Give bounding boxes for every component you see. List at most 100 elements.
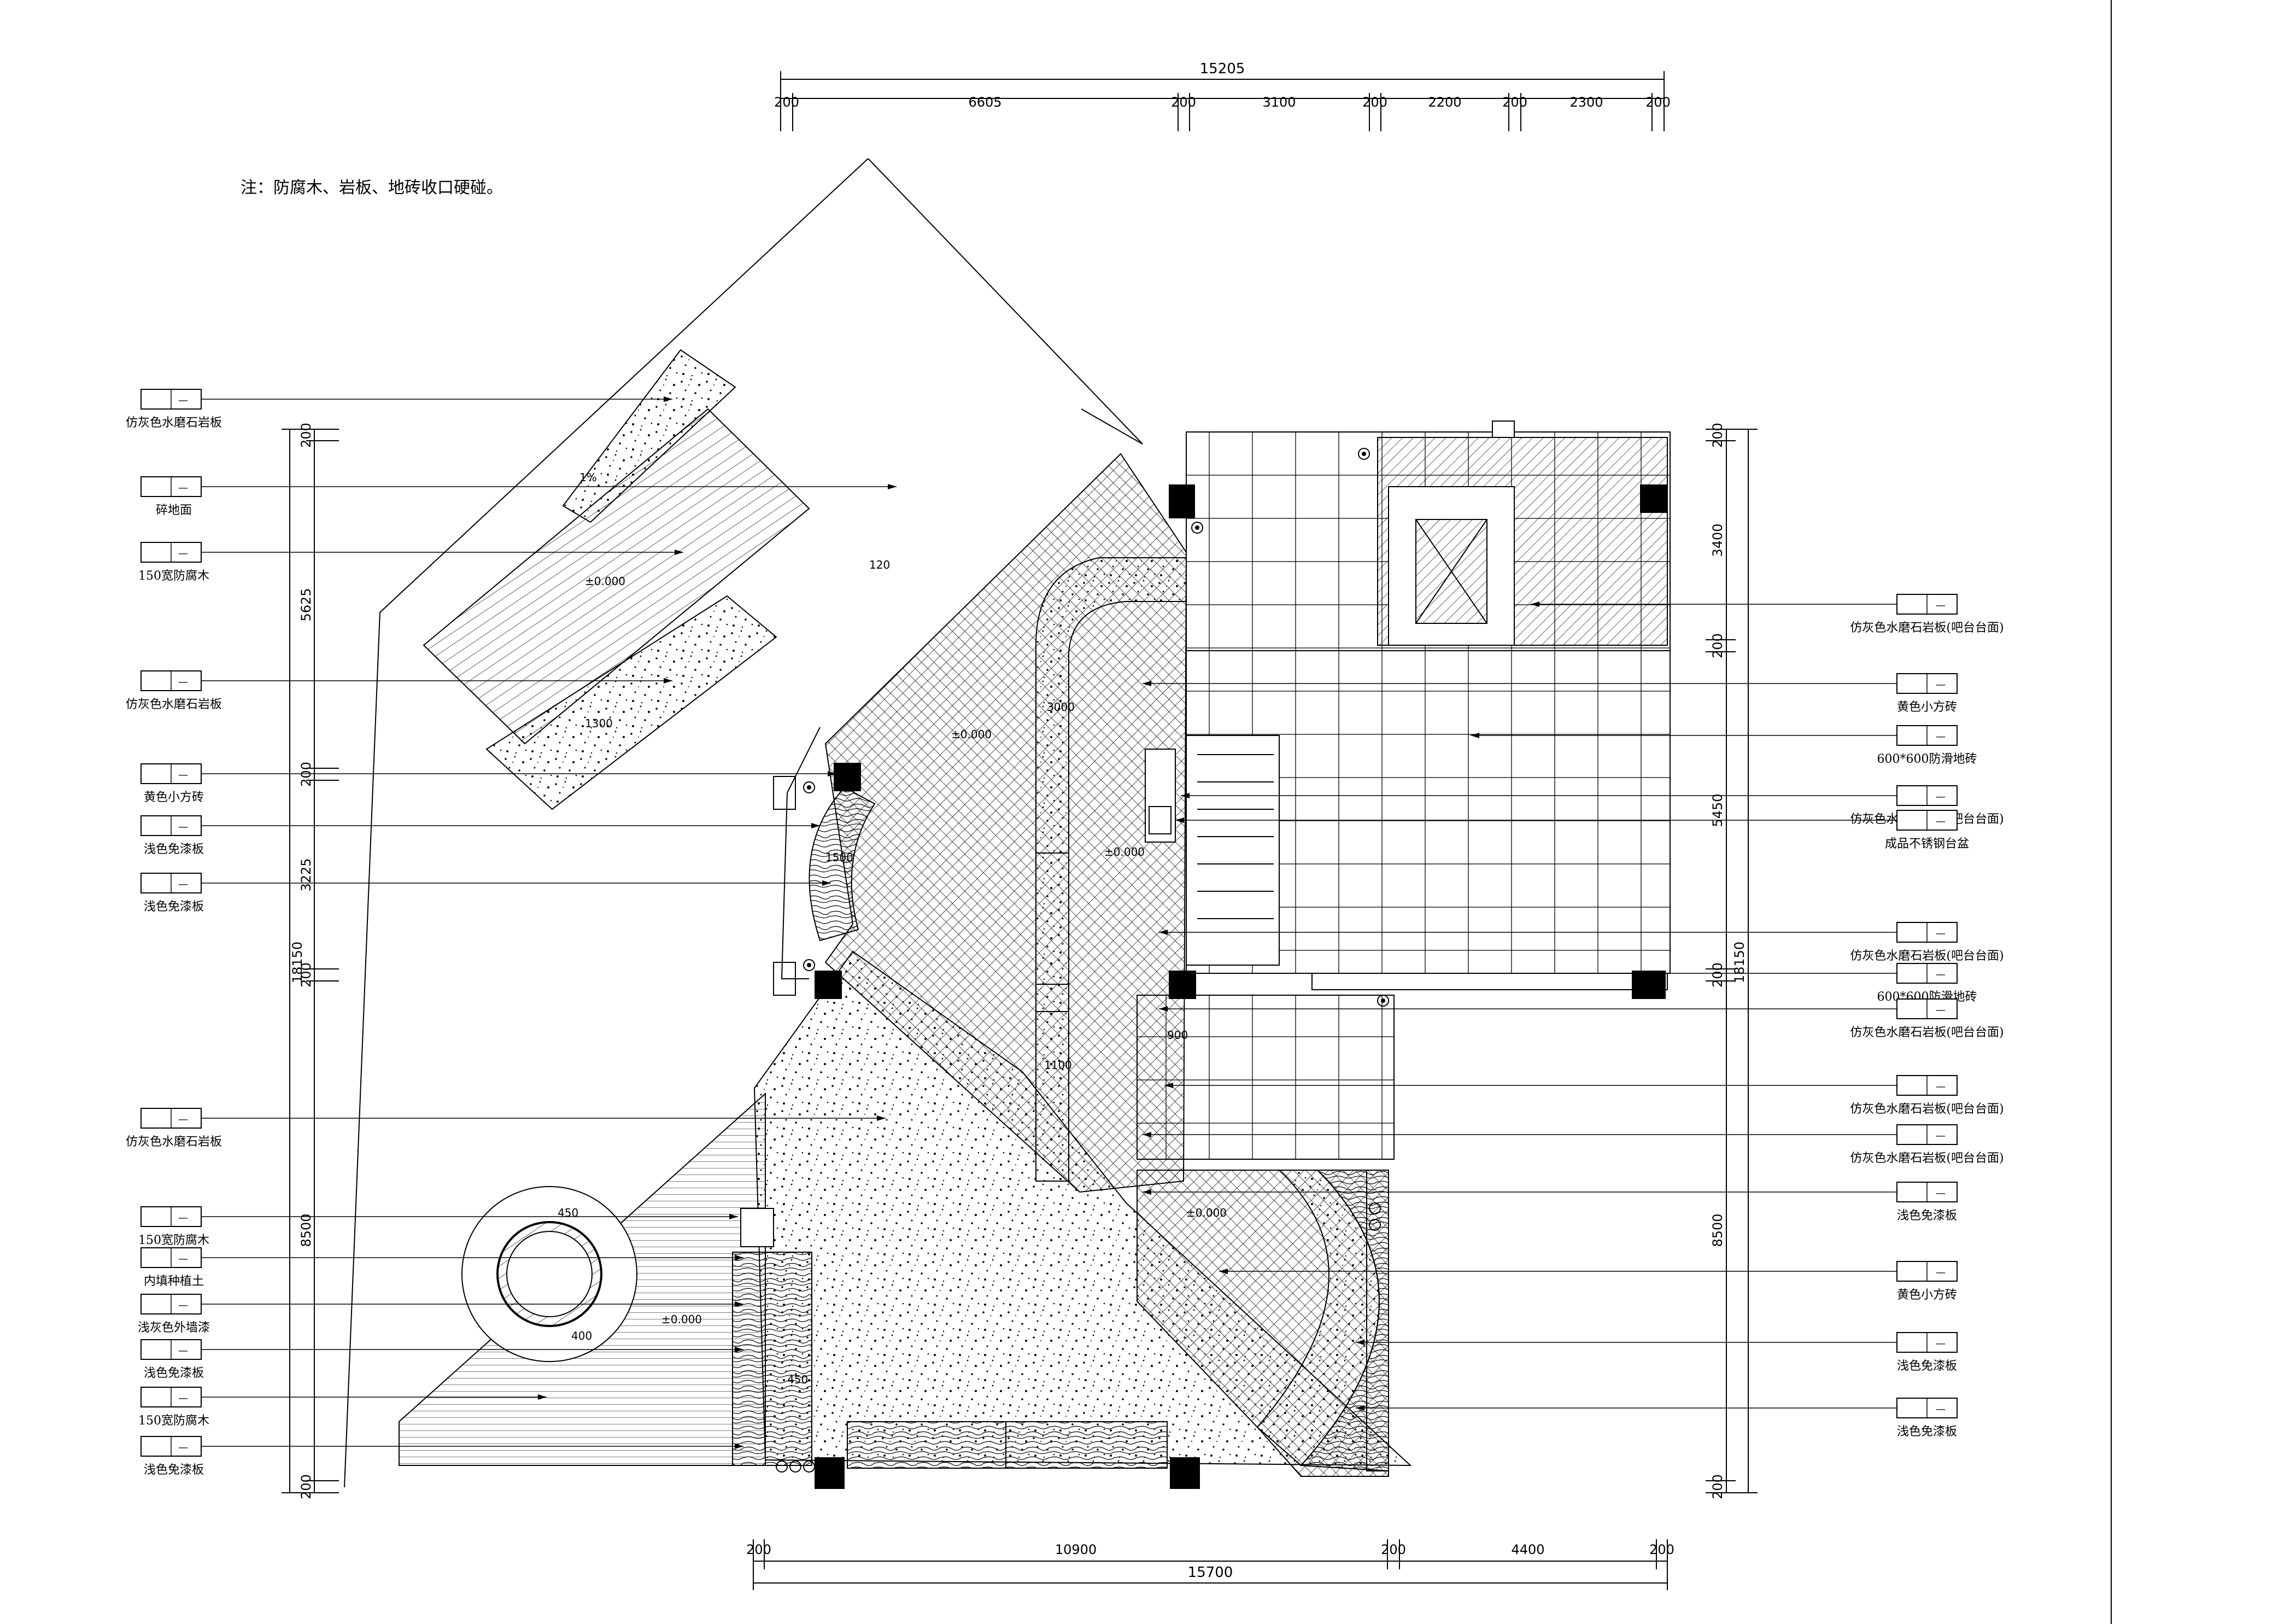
- dim-right-seg: 200: [1710, 962, 1725, 988]
- dim-left-seg: 200: [298, 1474, 314, 1499]
- right-material-label: —仿灰色水磨石岩板(吧台台面): [1143, 1124, 2004, 1165]
- dim-right-seg: 200: [1710, 1474, 1725, 1499]
- right-material-label: —600*600防滑地砖: [1635, 963, 1977, 1004]
- label-tag-symbol: —: [178, 1253, 188, 1265]
- dim-left-seg: 5625: [298, 588, 314, 621]
- right-material-label: —成品不锈钢台盆: [1175, 810, 1969, 851]
- drawing-note: 注：防腐木、岩板、地砖收口硬碰。: [241, 178, 503, 197]
- left-material-label: — 浅灰色外墙漆: [138, 1294, 743, 1335]
- right-material-label: —浅色免漆板: [1356, 1332, 1958, 1373]
- label-tag-symbol: —: [1936, 1404, 1946, 1415]
- right-material-label: — 600*600防滑地砖: [1471, 725, 1977, 766]
- left-material-label: — 浅色免漆板: [140, 1436, 743, 1477]
- right-material-label: —黄色小方砖: [1143, 673, 1958, 714]
- right-material-label: — 仿灰色水磨石岩板(吧台台面): [1531, 594, 2004, 635]
- right-material-label-text: 仿灰色水磨石岩板(吧台台面): [1850, 1026, 2004, 1039]
- dim-note: 900: [1167, 1029, 1188, 1042]
- dim-top-seg: 2300: [1569, 95, 1603, 110]
- dim-bottom-seg: 200: [1649, 1542, 1674, 1557]
- dim-top-seg: 3100: [1262, 95, 1296, 110]
- right-material-label-text: 浅色免漆板: [1897, 1425, 1957, 1439]
- dim-note: 1500: [825, 851, 853, 864]
- dim-note: 3000: [1047, 700, 1075, 714]
- left-material-label: —内填种植土: [140, 1247, 743, 1288]
- left-material-label-text: 碎地面: [156, 504, 192, 517]
- right-material-labels: — 仿灰色水磨石岩板(吧台台面) — 黄色小方砖 — 600*600防滑地砖 — 仿灰色水磨石…: [1143, 594, 2004, 1439]
- dim-top-seg: 200: [1171, 95, 1196, 110]
- dim-top-seg: 200: [1362, 95, 1387, 110]
- label-tag-symbol: —: [1936, 679, 1946, 691]
- right-material-label-text: 仿灰色水磨石岩板(吧台台面): [1850, 621, 2004, 635]
- elevation-mark: ±0.000: [1104, 845, 1145, 858]
- label-tag-symbol: —: [1936, 600, 1946, 611]
- label-tag-symbol: —: [178, 821, 188, 833]
- right-material-label: — 黄色小方砖: [1219, 1261, 1958, 1302]
- dim-note: 1300: [585, 717, 613, 730]
- upper-right-room: [1377, 420, 1668, 646]
- elevation-mark: ±0.000: [1186, 1206, 1227, 1219]
- dimension-right: [1706, 429, 1758, 1493]
- dim-bottom-seg: 200: [1381, 1542, 1406, 1557]
- upper-deck: [423, 349, 810, 810]
- dim-left-seg: 200: [298, 962, 314, 988]
- dim-right-seg: 8500: [1710, 1213, 1725, 1247]
- label-tag-symbol: —: [178, 1442, 188, 1453]
- dimension-left: [282, 429, 339, 1493]
- left-material-label-text: 浅色免漆板: [144, 900, 204, 914]
- stair-area: [1145, 735, 1280, 966]
- label-tag-symbol: —: [1936, 791, 1946, 803]
- tile-area-lower: [1137, 995, 1395, 1160]
- label-tag-symbol: —: [1936, 1004, 1946, 1016]
- dim-note: 120: [869, 558, 890, 571]
- structural-columns: [815, 484, 1667, 1489]
- right-material-label-text: 600*600防滑地砖: [1877, 752, 1977, 766]
- label-tag-symbol: —: [1936, 928, 1946, 939]
- label-tag-symbol: —: [178, 482, 188, 494]
- right-material-label-text: 成品不锈钢台盆: [1885, 837, 1969, 851]
- dim-bottom-total: 15700: [1188, 1564, 1233, 1581]
- label-tag-symbol: —: [1936, 731, 1946, 743]
- right-material-label: — 仿灰色水磨石岩板(吧台台面): [1159, 998, 2004, 1039]
- label-tag-symbol: —: [1936, 1338, 1946, 1350]
- label-tag-symbol: —: [178, 1300, 188, 1311]
- dim-bottom-seg: 200: [746, 1542, 771, 1557]
- left-material-label: —150宽防腐木: [138, 1206, 738, 1247]
- dimension-top: [780, 71, 1665, 131]
- drain-fixtures: [776, 448, 1389, 1473]
- right-material-label: — 浅色免漆板: [1356, 1398, 1958, 1439]
- left-material-label: —浅色免漆板: [140, 815, 820, 856]
- label-tag-symbol: —: [178, 769, 188, 781]
- right-material-label-text: 仿灰色水磨石岩板(吧台台面): [1850, 1102, 2004, 1116]
- left-material-label-text: 浅色免漆板: [144, 1463, 204, 1477]
- dim-left-total: 18150: [290, 942, 305, 983]
- dim-left-seg: 3225: [298, 858, 314, 891]
- site-boundary: [344, 158, 1143, 1488]
- slope-mark: 1%: [579, 471, 597, 484]
- inline-annotations: ±0.000 ±0.000 ±0.000 ±0.000 ±0.000 1% 12…: [558, 471, 1227, 1386]
- label-tag-symbol: —: [178, 1212, 188, 1224]
- label-tag-symbol: —: [1936, 1267, 1946, 1278]
- label-tag-symbol: —: [178, 1114, 188, 1125]
- right-material-label: — 仿灰色水磨石岩板(吧台台面): [1159, 922, 2004, 963]
- round-planter: [461, 1186, 637, 1362]
- label-tag-symbol: —: [178, 1393, 188, 1404]
- left-material-label: —仿灰色水磨石岩板: [126, 389, 672, 430]
- left-material-label: —仿灰色水磨石岩板: [126, 1108, 886, 1149]
- left-material-labels: —仿灰色水磨石岩板—碎地面—150宽防腐木—仿灰色水磨石岩板—黄色小方砖—浅色免…: [126, 389, 897, 1477]
- left-material-label-text: 浅灰色外墙漆: [138, 1321, 210, 1335]
- right-material-label-text: 浅色免漆板: [1897, 1209, 1957, 1223]
- right-material-label-text: 仿灰色水磨石岩板(吧台台面): [1850, 949, 2004, 963]
- dim-top-seg: 200: [1645, 95, 1671, 110]
- label-tag-symbol: —: [1936, 1188, 1946, 1199]
- elevation-mark: ±0.000: [585, 575, 625, 588]
- label-tag-symbol: —: [178, 548, 188, 559]
- left-material-label: —浅色免漆板: [140, 873, 831, 914]
- right-material-label-text: 黄色小方砖: [1897, 1288, 1957, 1302]
- left-material-label: —浅色免漆板: [140, 1339, 743, 1380]
- right-material-label: — 浅色免漆板: [1143, 1182, 1958, 1223]
- dim-right-seg: 5450: [1710, 793, 1725, 827]
- dim-right-total: 18150: [1732, 942, 1747, 983]
- left-material-label: —150宽防腐木: [138, 542, 683, 583]
- right-material-label: —仿灰色水磨石岩板(吧台台面): [1164, 1075, 2004, 1116]
